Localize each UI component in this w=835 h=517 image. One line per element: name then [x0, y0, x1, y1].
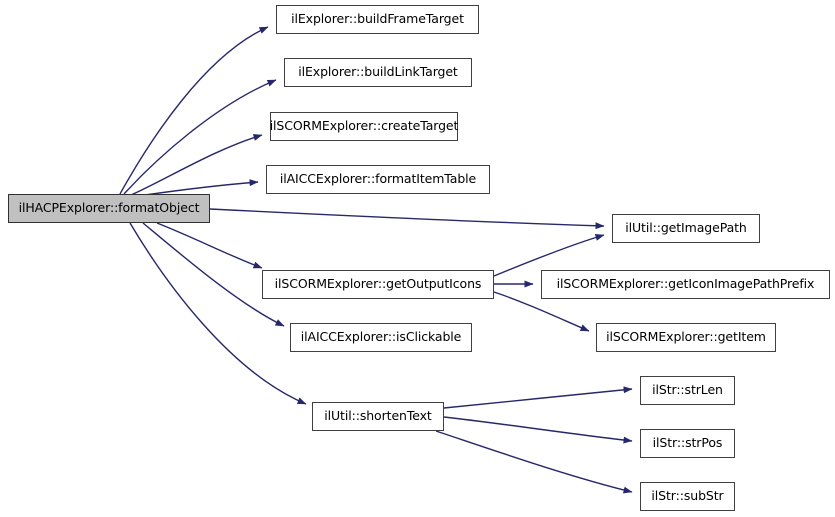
graph-node-label: ilSCORMExplorer::getItem [606, 329, 766, 345]
graph-edge-getOutputIcons-to-getItem [493, 291, 590, 332]
graph-node-label: ilAICCExplorer::isClickable [300, 329, 462, 345]
graph-node-formatObject[interactable]: ilHACPExplorer::formatObject [8, 194, 210, 223]
graph-node-getOutputIcons[interactable]: ilSCORMExplorer::getOutputIcons [262, 270, 494, 299]
graph-node-getItem[interactable]: ilSCORMExplorer::getItem [596, 323, 776, 352]
graph-node-subStr[interactable]: ilStr::subStr [640, 482, 735, 511]
graph-edge-formatObject-to-buildFrameTarget [119, 26, 269, 195]
graph-node-buildLinkTarget[interactable]: ilExplorer::buildLinkTarget [284, 58, 472, 87]
graph-node-label: ilSCORMExplorer::getIconImagePathPrefix [556, 276, 815, 292]
graph-edge-formatObject-to-getImagePath [209, 208, 605, 230]
graph-edge-formatObject-to-isClickable [142, 222, 285, 327]
graph-node-label: ilAICCExplorer::formatItemTable [279, 171, 477, 187]
graph-node-isClickable[interactable]: ilAICCExplorer::isClickable [290, 323, 472, 352]
graph-edge-formatObject-to-formatItemTable [144, 179, 259, 196]
graph-node-strLen[interactable]: ilStr::strLen [640, 376, 735, 405]
graph-edge-formatObject-to-shortenText [129, 222, 307, 405]
graph-node-label: ilExplorer::buildFrameTarget [291, 11, 464, 27]
graph-node-label: ilHACPExplorer::formatObject [18, 200, 200, 216]
graph-edge-formatObject-to-getOutputIcons [156, 222, 263, 269]
graph-edge-shortenText-to-subStr [435, 430, 633, 494]
graph-node-label: ilUtil::shortenText [324, 408, 432, 424]
graph-edge-formatObject-to-buildLinkTarget [123, 79, 277, 195]
graph-edge-shortenText-to-strPos [443, 416, 633, 444]
graph-node-shortenText[interactable]: ilUtil::shortenText [312, 402, 444, 431]
graph-node-label: ilExplorer::buildLinkTarget [298, 64, 458, 80]
graph-node-getIconImagePathPrefix[interactable]: ilSCORMExplorer::getIconImagePathPrefix [541, 270, 830, 299]
graph-node-buildFrameTarget[interactable]: ilExplorer::buildFrameTarget [276, 5, 479, 34]
graph-node-label: ilUtil::getImagePath [625, 220, 747, 236]
graph-edge-getOutputIcons-to-getImagePath [493, 234, 605, 277]
graph-node-formatItemTable[interactable]: ilAICCExplorer::formatItemTable [266, 165, 490, 194]
graph-node-label: ilStr::strPos [652, 435, 723, 451]
graph-node-label: ilSCORMExplorer::getOutputIcons [274, 276, 482, 292]
graph-node-createTarget[interactable]: ilSCORMExplorer::createTarget [270, 112, 458, 141]
graph-edge-shortenText-to-strLen [443, 386, 633, 409]
graph-node-strPos[interactable]: ilStr::strPos [640, 429, 735, 458]
graph-node-label: ilStr::subStr [651, 488, 724, 504]
graph-edge-formatObject-to-createTarget [130, 134, 263, 196]
graph-node-label: ilStr::strLen [652, 382, 723, 398]
graph-node-getImagePath[interactable]: ilUtil::getImagePath [612, 214, 760, 243]
graph-node-label: ilSCORMExplorer::createTarget [269, 118, 459, 134]
